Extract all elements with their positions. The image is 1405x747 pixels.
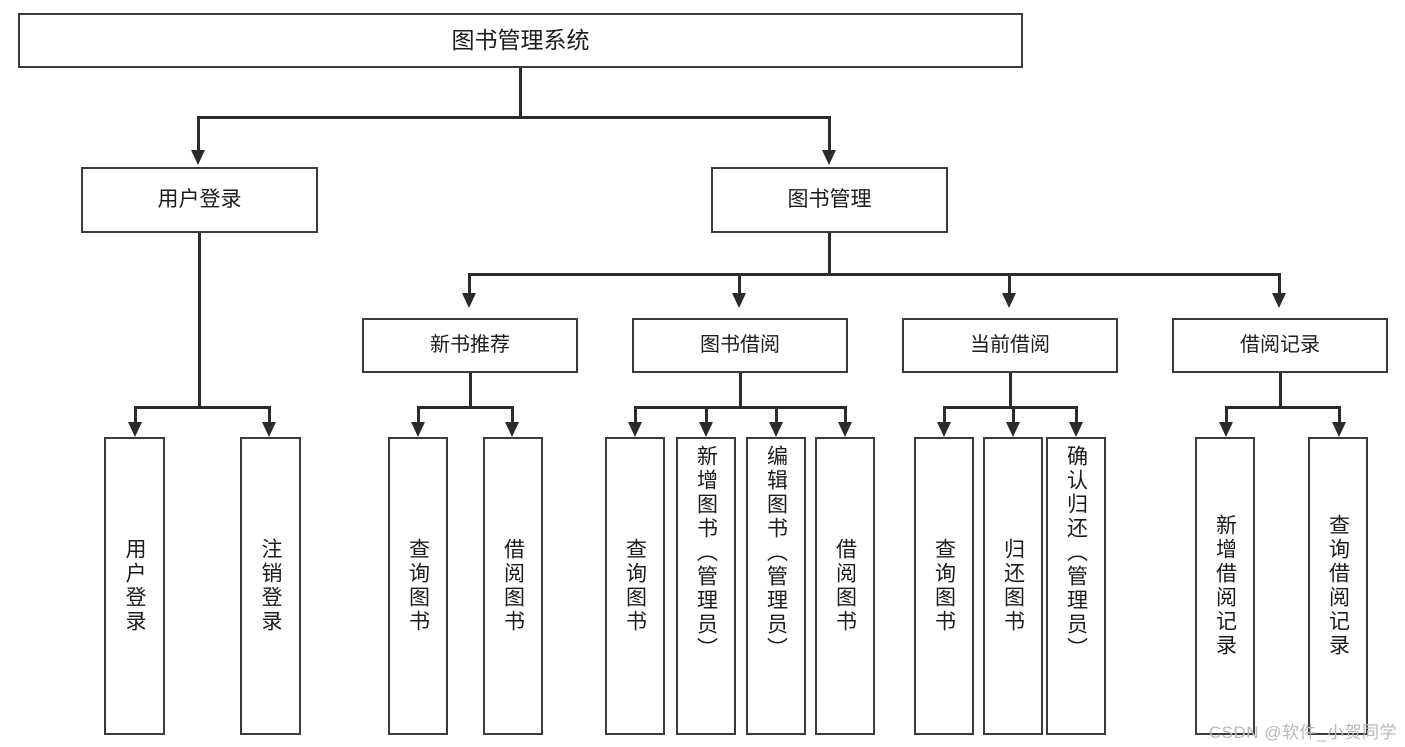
- csdn-watermark: CSDN @软件_小贺同学: [1208, 723, 1397, 742]
- connector-book-manage-branch-1: [468, 273, 471, 295]
- node-label: 图书管理系统: [451, 26, 590, 53]
- node-label: 图书借阅: [700, 333, 780, 356]
- leaf-query-book-new-rec[interactable]: 查询图书: [388, 437, 448, 735]
- node-label: 用户登录: [123, 538, 146, 634]
- node-label: 当前借阅: [970, 333, 1050, 356]
- leaf-query-book-current[interactable]: 查询图书: [914, 437, 974, 735]
- node-label: 编辑图书（管理员）: [764, 445, 788, 661]
- node-label: 新书推荐: [430, 333, 510, 356]
- node-label: 新增借阅记录: [1213, 514, 1237, 658]
- arrowhead-book-borrow: [732, 293, 746, 308]
- connector-book-borrow-branch-4: [844, 406, 847, 424]
- connector-borrow-record-stem: [1279, 373, 1282, 408]
- node-book-borrowing[interactable]: 图书借阅: [632, 318, 848, 373]
- node-book-management-system[interactable]: 图书管理系统: [18, 13, 1023, 68]
- connector-user-login-branch-1: [134, 406, 137, 424]
- arrowhead-leaf-query-book-2: [628, 422, 642, 437]
- arrowhead-user-login: [191, 150, 205, 165]
- leaf-confirm-return-admin[interactable]: 确认归还（管理员）: [1046, 437, 1106, 735]
- connector-borrow-record-bus: [1225, 406, 1341, 409]
- leaf-edit-book-admin[interactable]: 编辑图书（管理员）: [746, 437, 806, 735]
- node-label: 新增图书（管理员）: [694, 445, 718, 661]
- arrowhead-leaf-add-record: [1219, 422, 1233, 437]
- connector-user-login-stem: [198, 233, 201, 408]
- arrowhead-leaf-query-record: [1332, 422, 1346, 437]
- arrowhead-leaf-edit-book: [769, 422, 783, 437]
- connector-root-to-book-manage: [828, 116, 831, 150]
- arrowhead-leaf-borrow-book-2: [838, 422, 852, 437]
- arrowhead-leaf-confirm-return: [1069, 422, 1083, 437]
- leaf-query-borrow-record[interactable]: 查询借阅记录: [1308, 437, 1368, 735]
- connector-book-borrow-bus: [634, 406, 846, 409]
- node-label: 归还图书: [1001, 538, 1025, 634]
- connector-current-borrow-branch-3: [1075, 406, 1078, 424]
- arrowhead-leaf-logout: [262, 422, 276, 437]
- node-label: 查询借阅记录: [1326, 514, 1350, 658]
- node-label: 用户登录: [157, 187, 242, 211]
- arrowhead-current-borrow: [1002, 293, 1016, 308]
- connector-borrow-record-branch-2: [1338, 406, 1341, 424]
- connector-new-book-rec-branch-1: [417, 406, 420, 424]
- leaf-borrow-book-new-rec[interactable]: 借阅图书: [483, 437, 543, 735]
- connector-current-borrow-branch-1: [943, 406, 946, 424]
- leaf-return-book[interactable]: 归还图书: [983, 437, 1043, 735]
- leaf-user-login[interactable]: 用户登录: [104, 437, 165, 735]
- arrowhead-borrow-record: [1272, 293, 1286, 308]
- connector-new-book-rec-stem: [469, 373, 472, 408]
- arrowhead-leaf-add-book: [699, 422, 713, 437]
- node-label: 图书管理: [787, 187, 872, 211]
- connector-new-book-rec-branch-2: [511, 406, 514, 424]
- connector-book-borrow-branch-3: [775, 406, 778, 424]
- node-current-borrowing[interactable]: 当前借阅: [902, 318, 1118, 373]
- leaf-query-book-borrow[interactable]: 查询图书: [605, 437, 665, 735]
- node-book-management[interactable]: 图书管理: [711, 167, 948, 233]
- arrowhead-book-manage: [822, 150, 836, 165]
- node-label: 查询图书: [932, 538, 956, 634]
- node-label: 确认归还（管理员）: [1064, 445, 1088, 661]
- arrowhead-leaf-query-book-1: [411, 422, 425, 437]
- node-label: 查询图书: [623, 538, 647, 634]
- connector-root-to-user-login: [197, 116, 200, 150]
- arrowhead-leaf-query-book-3: [937, 422, 951, 437]
- node-label: 查询图书: [406, 538, 430, 634]
- connector-book-manage-bus: [468, 273, 1280, 276]
- connector-book-manage-stem: [828, 233, 831, 275]
- leaf-logout[interactable]: 注销登录: [240, 437, 301, 735]
- connector-book-borrow-stem: [739, 373, 742, 408]
- node-label: 借阅图书: [501, 538, 525, 634]
- connector-current-borrow-bus: [943, 406, 1077, 409]
- connector-borrow-record-branch-1: [1225, 406, 1228, 424]
- connector-user-login-branch-2: [268, 406, 271, 424]
- connector-book-manage-branch-3: [1008, 273, 1011, 295]
- leaf-borrow-book-borrow[interactable]: 借阅图书: [815, 437, 875, 735]
- node-user-login[interactable]: 用户登录: [81, 167, 318, 233]
- arrowhead-leaf-return-book: [1006, 422, 1020, 437]
- connector-book-manage-branch-2: [738, 273, 741, 295]
- leaf-add-borrow-record[interactable]: 新增借阅记录: [1195, 437, 1255, 735]
- node-label: 借阅图书: [833, 538, 857, 634]
- connector-root-stem: [519, 68, 522, 116]
- connector-current-borrow-branch-2: [1012, 406, 1015, 424]
- node-label: 注销登录: [259, 538, 282, 634]
- node-borrowing-record[interactable]: 借阅记录: [1172, 318, 1388, 373]
- connector-current-borrow-stem: [1009, 373, 1012, 408]
- connector-user-login-bus: [134, 406, 270, 409]
- node-label: 借阅记录: [1240, 333, 1320, 356]
- connector-book-borrow-branch-2: [705, 406, 708, 424]
- connector-book-manage-branch-4: [1278, 273, 1281, 295]
- node-new-book-recommendation[interactable]: 新书推荐: [362, 318, 578, 373]
- leaf-add-book-admin[interactable]: 新增图书（管理员）: [676, 437, 736, 735]
- connector-new-book-rec-bus: [417, 406, 513, 409]
- arrowhead-leaf-borrow-book-1: [505, 422, 519, 437]
- connector-root-bus: [197, 116, 831, 119]
- arrowhead-leaf-user-login: [128, 422, 142, 437]
- arrowhead-new-book-rec: [462, 293, 476, 308]
- connector-book-borrow-branch-1: [634, 406, 637, 424]
